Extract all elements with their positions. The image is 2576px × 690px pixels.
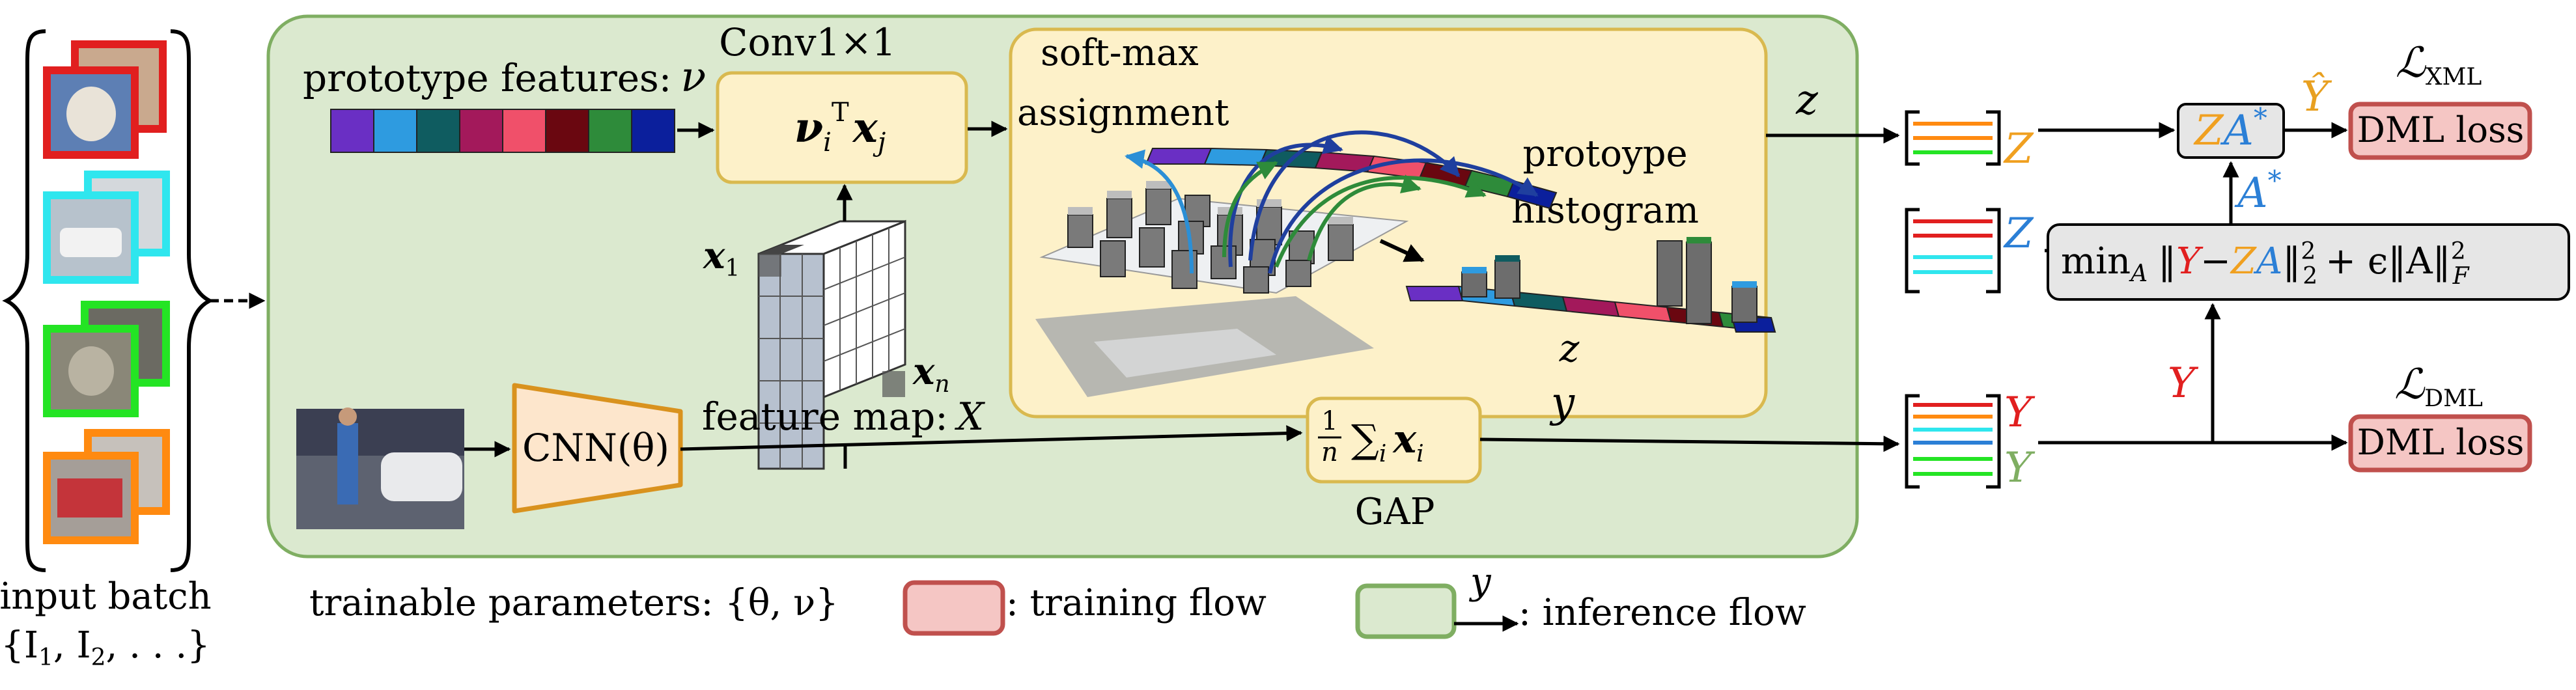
softmax-input-image-highlight — [1094, 329, 1276, 378]
arrow-grid-to-histogram — [1379, 239, 1425, 262]
svg-text:1: 1 — [1321, 406, 1337, 436]
L-dml-label: ℒDML — [2394, 361, 2483, 412]
legend-training-flow-swatch — [903, 580, 1005, 636]
ZA-star-label: ZA* — [2193, 102, 2267, 155]
Z-matrix-top — [1905, 110, 2001, 166]
input-image-truck — [43, 429, 170, 544]
cnn-input-image — [296, 407, 464, 529]
L-xml-label: ℒXML — [2396, 39, 2482, 90]
histogram-z-label: z — [1559, 326, 1580, 370]
input-batch-set: {I1, I2, . . .} — [1, 624, 210, 671]
input-image-car — [43, 171, 170, 284]
Y-hat-label: Ŷ — [2301, 72, 2332, 121]
dml-loss-box-xml — [2348, 102, 2532, 160]
conv1x1-box — [716, 71, 968, 184]
softmax-label-1: soft-max — [1041, 32, 1199, 74]
brace-right — [170, 29, 214, 572]
Y-label-top: Y — [2004, 389, 2036, 437]
brace-left — [2, 29, 46, 572]
gap-label: GAP — [1355, 491, 1435, 533]
legend-training-flow-label: : training flow — [1006, 582, 1267, 624]
dml-loss-label-xml: DML loss — [2357, 109, 2525, 150]
Z-matrix-second — [1905, 208, 2001, 294]
input-batch-label: input batch — [0, 575, 212, 618]
prototype-features-label: prototype features:ν — [303, 53, 706, 102]
svg-text:∑ixi: ∑ixi — [1351, 417, 1424, 467]
input-image-dog — [43, 40, 167, 159]
prototype-feature-strip — [330, 109, 675, 153]
A-star-label: A* — [2234, 165, 2281, 217]
input-batch-images — [43, 40, 170, 544]
conv-title: Conv1×1 — [719, 20, 896, 64]
cnn-label: CNN(θ) — [522, 426, 669, 470]
histogram-label-1: protoype — [1522, 133, 1687, 175]
Y-matrix — [1905, 394, 2001, 489]
legend-trainable-parameters: trainable parameters: {θ, ν} — [309, 582, 839, 624]
feature-x1-label: x1 — [703, 234, 740, 282]
Y-label-bottom: Y — [2004, 444, 2036, 492]
Y-mid-label: Y — [2168, 359, 2199, 407]
gap-y-label: y — [1549, 379, 1575, 427]
legend-inference-flow-label: : inference flow — [1519, 592, 1806, 634]
optimization-box — [2047, 223, 2570, 301]
assignment-arcs — [1125, 130, 1539, 274]
dml-loss-box-dml — [2348, 414, 2532, 473]
arrow-cnn-to-gap — [680, 425, 1303, 451]
prototype-histogram — [1405, 237, 1776, 333]
cnn-block — [512, 383, 683, 514]
legend-inference-y: y — [1468, 560, 1492, 603]
z-output-label: z — [1795, 76, 1819, 124]
softmax-label-2: assignment — [1017, 92, 1229, 134]
input-image-cat — [43, 301, 170, 417]
Z-label-top: Z — [2003, 125, 2034, 173]
Z-label-second: Z — [2003, 210, 2034, 258]
arrow-y-to-Y — [1479, 435, 1900, 452]
feature-map-cube — [757, 219, 906, 470]
feature-map-label: feature map:X — [702, 394, 986, 439]
feature-xn-label: xn — [912, 350, 950, 398]
legend-inference-flow-swatch — [1355, 583, 1457, 639]
conv-formula: νiTxj — [794, 98, 886, 158]
svg-text:n: n — [1321, 437, 1338, 467]
dml-loss-label-dml: DML loss — [2357, 422, 2525, 463]
